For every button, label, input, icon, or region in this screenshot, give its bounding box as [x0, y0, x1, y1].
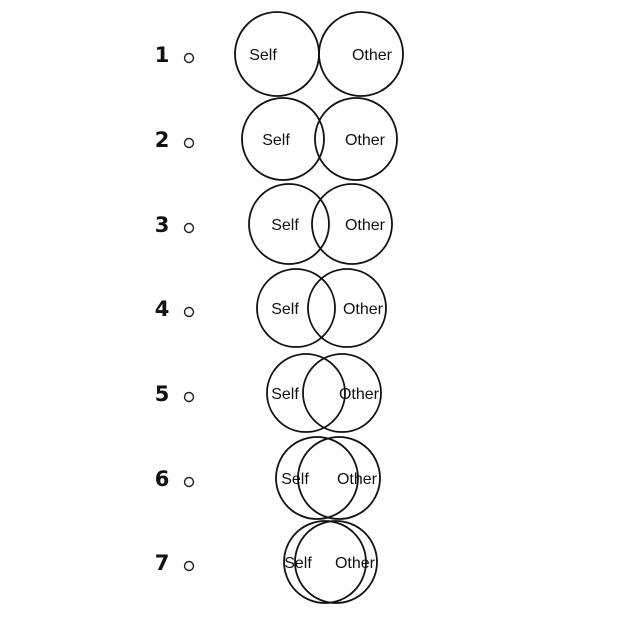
- other-label: Other: [335, 555, 376, 572]
- option-number: 1: [155, 43, 170, 67]
- self-circle: [241, 97, 325, 181]
- radio-button[interactable]: [183, 476, 195, 488]
- option-7[interactable]: 7 Self Other: [155, 520, 378, 604]
- other-label: Other: [345, 217, 386, 234]
- option-4[interactable]: 4 Self Other: [155, 268, 387, 348]
- self-label: Self: [271, 386, 299, 403]
- option-number: 2: [155, 128, 170, 152]
- other-label: Other: [352, 47, 393, 64]
- option-number: 6: [155, 467, 170, 491]
- option-6[interactable]: 6 Self Other: [155, 436, 381, 520]
- radio-button[interactable]: [183, 137, 195, 149]
- other-circle: [294, 520, 378, 604]
- self-label: Self: [271, 217, 299, 234]
- self-label: Self: [281, 471, 309, 488]
- option-3[interactable]: 3 Self Other: [155, 183, 393, 265]
- radio-button[interactable]: [183, 306, 195, 318]
- option-1[interactable]: 1 Self Other: [155, 11, 404, 97]
- other-circle: [297, 436, 381, 520]
- other-label: Other: [337, 471, 378, 488]
- option-5[interactable]: 5 Self Other: [155, 353, 382, 433]
- other-label: Other: [345, 132, 386, 149]
- self-label: Self: [262, 132, 290, 149]
- other-circle: [314, 97, 398, 181]
- other-label: Other: [343, 301, 384, 318]
- other-circle: [311, 183, 393, 265]
- other-circle: [318, 11, 404, 97]
- option-number: 4: [155, 297, 170, 321]
- self-circle: [256, 268, 336, 348]
- other-circle: [302, 353, 382, 433]
- radio-button[interactable]: [183, 391, 195, 403]
- self-label: Self: [271, 301, 299, 318]
- option-number: 7: [155, 551, 170, 575]
- radio-button[interactable]: [183, 52, 195, 64]
- self-label: Self: [284, 555, 312, 572]
- self-label: Self: [249, 47, 277, 64]
- option-number: 5: [155, 382, 170, 406]
- self-circle: [266, 353, 346, 433]
- radio-button[interactable]: [183, 560, 195, 572]
- radio-button[interactable]: [183, 222, 195, 234]
- option-2[interactable]: 2 Self Other: [155, 97, 398, 181]
- other-circle: [307, 268, 387, 348]
- self-circle: [248, 183, 330, 265]
- self-circle: [283, 520, 367, 604]
- other-label: Other: [339, 386, 380, 403]
- option-number: 3: [155, 213, 170, 237]
- self-circle: [234, 11, 320, 97]
- self-circle: [275, 436, 359, 520]
